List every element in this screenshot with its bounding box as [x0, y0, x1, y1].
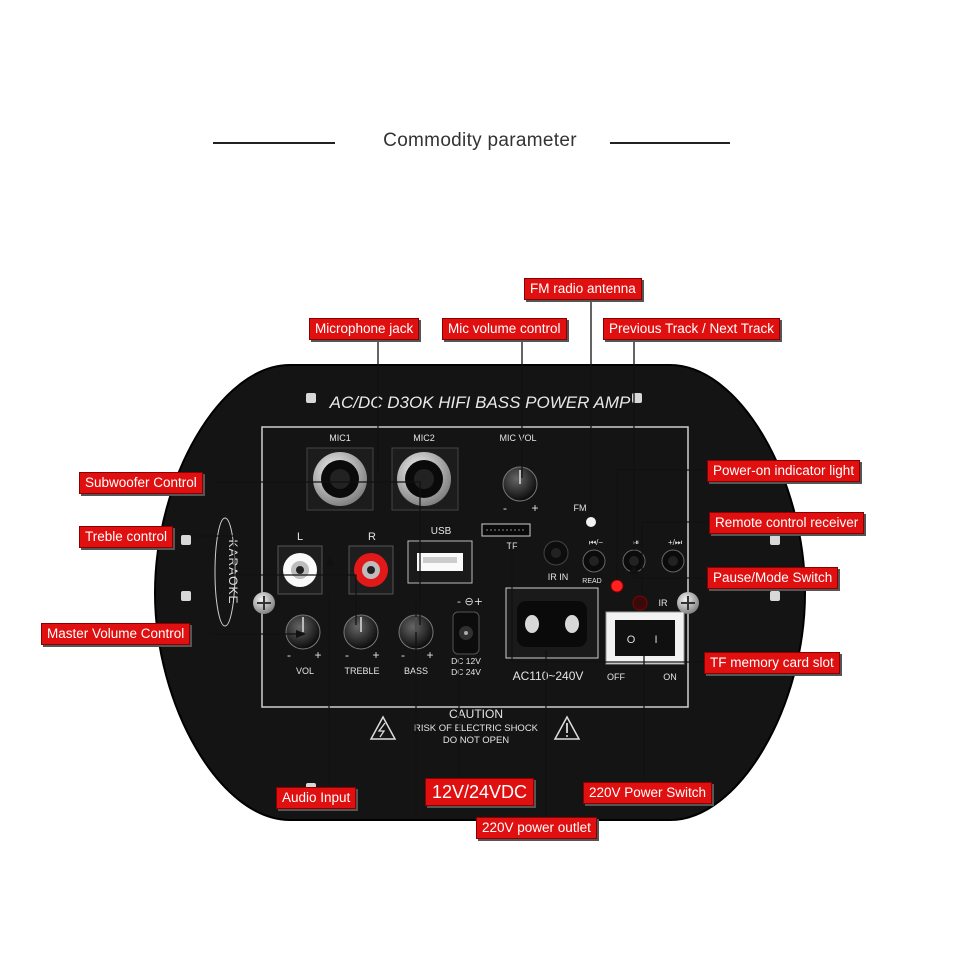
leader-tf: [511, 540, 709, 663]
next-track-button: [661, 549, 685, 573]
label-fm-antenna: FM radio antenna: [524, 278, 642, 300]
ir-in-label: IR IN: [548, 572, 569, 582]
label-pause-mode: Pause/Mode Switch: [707, 567, 839, 589]
mount-hole: [770, 535, 780, 545]
tf-card-slot: [481, 523, 531, 537]
ir-label: IR: [659, 598, 669, 608]
mic-vol-minus: -: [503, 501, 507, 515]
leader-subwoofer: [214, 481, 421, 625]
vol-label: VOL: [296, 666, 314, 676]
ir-receiver: [632, 595, 648, 611]
risk-label: RISK OF ELECTRIC SHOCK: [414, 723, 539, 734]
header-line-right: [610, 142, 730, 144]
arrowhead: [296, 630, 306, 638]
prev-track-button: [582, 549, 606, 573]
left-channel-label: L: [297, 531, 303, 543]
mount-hole: [181, 535, 191, 545]
play-button-label: ⏯: [633, 538, 639, 547]
header-line-left: [213, 142, 335, 144]
label-power-outlet: 220V power outlet: [476, 817, 597, 839]
mic1-label: MIC1: [329, 433, 351, 443]
page-title: Commodity parameter: [383, 130, 577, 151]
next-button-label: +/⏭: [668, 538, 682, 547]
switch-off-mark: O: [627, 634, 636, 646]
callout-lines: [194, 298, 713, 818]
mount-hole: [181, 591, 191, 601]
dc-line1: DC 12V: [451, 656, 481, 666]
power-indicator-led: [610, 579, 624, 593]
usb-port: [407, 540, 473, 584]
label-master-volume: Master Volume Control: [41, 623, 191, 645]
ac-power-outlet: [505, 587, 599, 659]
leader-power-led: [616, 469, 709, 580]
ac-label: AC110~240V: [513, 669, 584, 683]
shock-warning-icon: [369, 715, 397, 740]
label-subwoofer: Subwoofer Control: [79, 472, 203, 494]
dc-line2: DC 24V: [451, 667, 481, 677]
power-switch: O I: [605, 611, 685, 665]
bass-plus: +: [426, 648, 433, 662]
fm-label: FM: [574, 503, 587, 513]
label-prev-next: Previous Track / Next Track: [603, 318, 781, 340]
treble-label: TREBLE: [344, 666, 379, 676]
mic-vol-label: MIC VOL: [499, 433, 536, 443]
karaoke-oval: [214, 517, 236, 627]
screw-left: [253, 592, 275, 614]
read-label: READ: [582, 578, 601, 585]
arrowhead: [326, 556, 334, 566]
volume-knob: [285, 614, 321, 650]
do-not-open-label: DO NOT OPEN: [443, 735, 509, 746]
bass-minus: -: [401, 648, 405, 662]
mount-hole: [770, 591, 780, 601]
amplifier-plate: [153, 364, 807, 821]
dc-power-jack: - ⊖+: [452, 595, 483, 655]
label-audio-input: Audio Input: [276, 787, 357, 809]
vol-plus: +: [314, 648, 321, 662]
vol-minus: -: [287, 648, 291, 662]
mic-volume-knob: [502, 466, 538, 502]
switch-on-mark: I: [654, 634, 657, 646]
prev-button-label: ⏮/−: [589, 538, 603, 547]
label-treble: Treble control: [79, 526, 174, 548]
karaoke-label: KARAOKE: [226, 539, 240, 604]
dc-polarity-symbol: - ⊖+: [457, 595, 483, 608]
screw-right: [677, 592, 699, 614]
mic2-label: MIC2: [413, 433, 435, 443]
label-power-indicator: Power-on indicator light: [707, 460, 861, 482]
right-channel-label: R: [368, 531, 376, 543]
mount-hole: [306, 393, 316, 403]
label-remote-receiver: Remote control receiver: [709, 512, 865, 534]
ir-in-jack: [543, 540, 569, 566]
leader-remote: [641, 521, 713, 596]
label-mic-volume: Mic volume control: [442, 318, 567, 340]
treble-knob: [343, 614, 379, 650]
label-microphone-jack: Microphone jack: [309, 318, 420, 340]
callout-arrowheads: [296, 556, 640, 638]
usb-label: USB: [431, 526, 452, 537]
caution-label: CAUTION: [449, 707, 503, 721]
treble-plus: +: [372, 648, 379, 662]
rca-left-input: [277, 545, 323, 595]
leader-treble: [194, 535, 357, 625]
board-title: AC/DC D3OK HIFI BASS POWER AMP: [329, 393, 631, 412]
off-label: OFF: [607, 672, 625, 682]
mic-vol-plus: +: [531, 501, 538, 515]
label-power-switch: 220V Power Switch: [583, 782, 713, 804]
mic2-jack: [391, 447, 459, 511]
exclamation-warning-icon: [553, 715, 581, 740]
label-tf-slot: TF memory card slot: [704, 652, 840, 674]
on-label: ON: [663, 672, 677, 682]
mic1-jack: [306, 447, 374, 511]
label-dc-voltage: 12V/24VDC: [425, 778, 535, 806]
fm-antenna-hole: [586, 517, 596, 527]
arrowhead: [628, 566, 640, 574]
treble-minus: -: [345, 648, 349, 662]
